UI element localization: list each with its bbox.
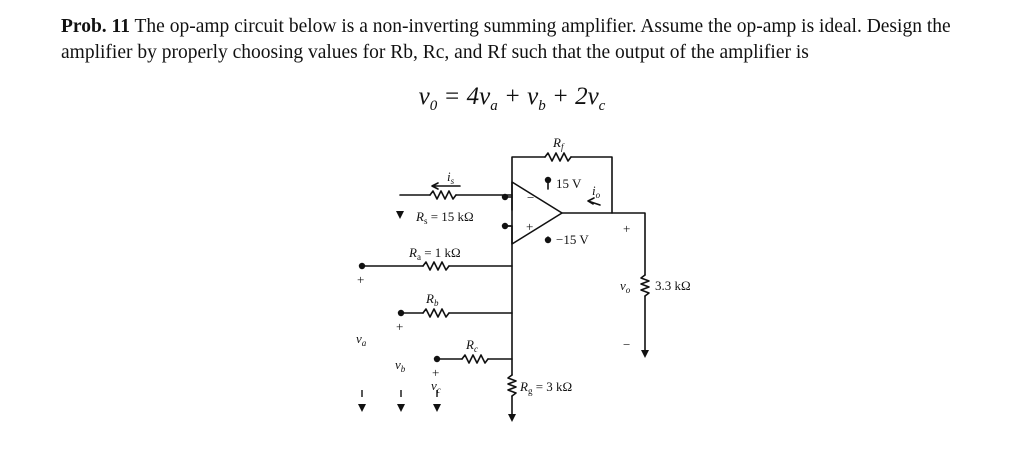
io-arrow xyxy=(587,197,601,206)
problem-text: The op-amp circuit below is a non-invert… xyxy=(61,16,951,63)
label-rc: Rc xyxy=(465,337,478,354)
label-out-plus: + xyxy=(623,221,630,236)
label-vb: vb xyxy=(395,357,406,374)
label-vo: vo xyxy=(620,278,631,295)
label-rb: Rb xyxy=(425,291,439,308)
rg-terminal-arrow xyxy=(508,414,516,422)
label-va-plus: + xyxy=(357,272,364,287)
node-supply-neg xyxy=(544,236,552,244)
rs-resistor xyxy=(429,190,457,200)
design-equation: v0 = 4va + vb + 2vc xyxy=(418,83,606,114)
va-terminal-arrow xyxy=(358,404,366,412)
node-va xyxy=(358,262,366,270)
problem-number: Prob. 11 xyxy=(61,16,130,37)
label-out-minus: − xyxy=(623,337,630,352)
rl-resistor xyxy=(640,274,650,297)
label-rg: Rg = 3 kΩ xyxy=(519,379,572,396)
rb-resistor xyxy=(422,308,450,318)
problem-statement: Prob. 11 The op-amp circuit below is a n… xyxy=(61,14,1006,66)
vb-terminal-arrow xyxy=(397,404,405,412)
rc-resistor xyxy=(461,354,489,364)
label-va: va xyxy=(356,331,367,348)
op-amp xyxy=(511,181,563,245)
summing-node-wire xyxy=(504,225,513,376)
label-supply-pos: 15 V xyxy=(556,176,582,191)
label-rs: Rs = 15 kΩ xyxy=(415,209,474,226)
label-supply-neg: −15 V xyxy=(556,232,589,247)
node-noninverting xyxy=(501,222,509,230)
rg-resistor xyxy=(507,374,517,397)
label-vc: vc xyxy=(431,378,441,395)
label-rl: 3.3 kΩ xyxy=(655,278,691,293)
label-ra: Ra = 1 kΩ xyxy=(408,245,461,262)
label-opamp-plus: + xyxy=(526,219,533,234)
node-vb xyxy=(397,309,405,317)
node-supply-pos xyxy=(544,176,552,184)
vc-terminal-arrow xyxy=(433,404,441,412)
label-vb-plus: + xyxy=(396,319,403,334)
label-is: is xyxy=(447,169,455,186)
label-io: io xyxy=(592,183,601,200)
rl-terminal-arrow xyxy=(641,350,649,358)
node-inverting xyxy=(501,193,509,201)
ra-resistor xyxy=(422,261,450,271)
label-vc-plus: + xyxy=(432,365,439,380)
rs-terminal-arrow xyxy=(396,211,404,219)
label-opamp-minus: − xyxy=(527,190,534,205)
is-arrow xyxy=(431,182,461,190)
output-wire xyxy=(561,212,646,276)
node-vc xyxy=(433,355,441,363)
feedback-wire-right xyxy=(570,156,613,214)
rf-resistor xyxy=(544,152,572,162)
label-rf: Rf xyxy=(552,135,565,152)
